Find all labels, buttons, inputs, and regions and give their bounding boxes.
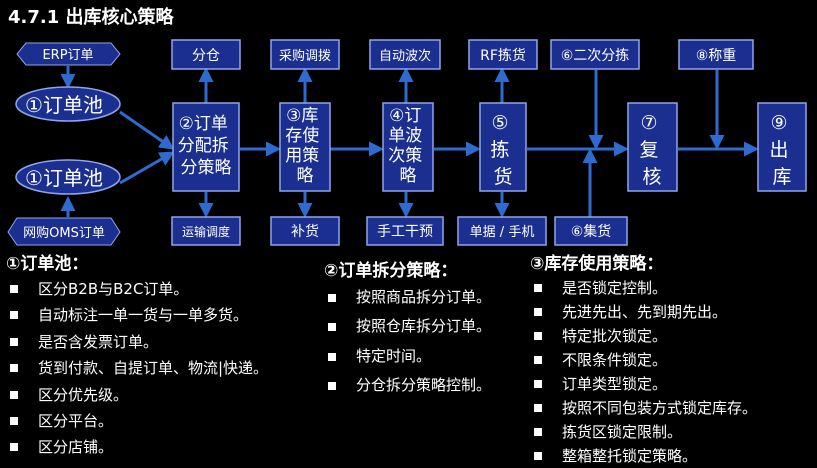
collect-label: ⑥集货 bbox=[571, 223, 612, 240]
list-item: 货到付款、自提订单、物流|快递。 bbox=[6, 355, 268, 381]
connectors bbox=[60, 66, 759, 219]
svg-text:⑤ 拣 货: ⑤ 拣 货 bbox=[490, 112, 515, 188]
svg-text:②订单 分配拆 分策略: ②订单 分配拆 分策略 bbox=[178, 114, 234, 178]
page-title: 4.7.1 出库核心策略 bbox=[8, 7, 174, 28]
pick-box: ⑤ 拣 货 bbox=[479, 102, 527, 192]
inventory-line-1: ③库 bbox=[286, 106, 318, 126]
list-item: 区分平台。 bbox=[6, 408, 268, 434]
ship-line-2: 出 bbox=[769, 139, 788, 161]
svg-text:⑨ 出 库: ⑨ 出 库 bbox=[769, 112, 794, 188]
replenish-label: 补货 bbox=[291, 223, 319, 240]
svg-text:⑦ 复 核: ⑦ 复 核 bbox=[639, 112, 664, 188]
list-item: 是否含发票订单。 bbox=[6, 329, 268, 355]
section-heading: ①订单池： bbox=[6, 254, 89, 274]
wave-line-2: 单波 bbox=[388, 126, 422, 146]
weigh-box: ⑧称重 bbox=[678, 39, 754, 70]
list-item: 按照不同包装方式锁定库存。 bbox=[530, 396, 757, 420]
wave-line-4: 略 bbox=[400, 166, 417, 186]
pick-line-3: 货 bbox=[493, 166, 512, 188]
list-item: 先进先出、先到期先出。 bbox=[530, 300, 757, 324]
replenish-box: 补货 bbox=[270, 216, 340, 246]
svg-text:③库 存使 用策 略: ③库 存使 用策 略 bbox=[285, 106, 324, 186]
list-item: 按照商品拆分订单。 bbox=[324, 283, 491, 312]
list-item: 自动标注一单一货与一单多货。 bbox=[6, 302, 268, 328]
wave-line-1: ④订 bbox=[389, 106, 421, 126]
svg-text:④订 单波 次策 略: ④订 单波 次策 略 bbox=[388, 106, 427, 186]
list-item: 区分B2B与B2C订单。 bbox=[6, 276, 268, 302]
inventory-line-2: 存使 bbox=[285, 125, 319, 146]
inventory-line-3: 用策 bbox=[285, 146, 319, 166]
rf-pick-label: RF拣货 bbox=[480, 47, 526, 64]
second-sort-label: ⑥二次分拣 bbox=[561, 48, 630, 64]
section-order-pool: ①订单池： 区分B2B与B2C订单。 自动标注一单一货与一单多货。 是否含发票订… bbox=[6, 249, 268, 461]
ship-box: ⑨ 出 库 bbox=[757, 102, 807, 192]
rf-pick-box: RF拣货 bbox=[468, 39, 538, 70]
split-line-3: 分策略 bbox=[181, 158, 232, 178]
auto-wave-box: 自动波次 bbox=[369, 39, 441, 70]
split-line-1: ②订单 bbox=[179, 114, 228, 134]
section-order-split: ②订单拆分策略： 按照商品拆分订单。 按照仓库拆分订单。 特定时间。 分仓拆分策… bbox=[324, 256, 491, 400]
collect-box: ⑥集货 bbox=[554, 216, 628, 246]
list-item: 按照仓库拆分订单。 bbox=[324, 312, 491, 341]
list-item: 订单类型锁定。 bbox=[530, 372, 757, 396]
review-line-1: ⑦ bbox=[640, 112, 657, 134]
purchase-transfer-label: 采购调拨 bbox=[279, 48, 331, 64]
section-heading: ②订单拆分策略： bbox=[324, 261, 458, 281]
order-pool-2: ①订单池 bbox=[15, 159, 121, 195]
arrow-pool1-to-split bbox=[119, 110, 175, 150]
list-item: 区分店铺。 bbox=[6, 434, 268, 460]
review-line-3: 核 bbox=[642, 166, 661, 188]
auto-wave-label: 自动波次 bbox=[379, 48, 431, 64]
transport-dispatch-box: 运输调度 bbox=[171, 216, 241, 246]
inventory-line-4: 略 bbox=[297, 166, 314, 186]
doc-mobile-label: 单据 / 手机 bbox=[470, 225, 535, 240]
list-item: 是否锁定控制。 bbox=[530, 276, 757, 300]
pick-line-1: ⑤ bbox=[491, 112, 508, 134]
arrow-pool2-to-split bbox=[119, 151, 175, 185]
list-item: 拣货区锁定限制。 bbox=[530, 420, 757, 444]
review-line-2: 复 bbox=[639, 139, 658, 161]
order-pool-2-label: ①订单池 bbox=[25, 166, 103, 190]
list-item: 特定时间。 bbox=[324, 342, 491, 371]
review-box: ⑦ 复 核 bbox=[627, 102, 678, 192]
ship-line-1: ⑨ bbox=[770, 112, 787, 134]
doc-mobile-box: 单据 / 手机 bbox=[457, 216, 547, 246]
list-item: 分仓拆分策略控制。 bbox=[324, 371, 491, 400]
pick-line-2: 拣 bbox=[490, 139, 509, 161]
section-inventory-strategy: ③库存使用策略： 是否锁定控制。 先进先出、先到期先出。 特定批次锁定。 不限条… bbox=[530, 249, 757, 468]
second-sort-box: ⑥二次分拣 bbox=[550, 39, 640, 70]
split-strategy-box: ②订单 分配拆 分策略 bbox=[172, 102, 240, 192]
split-line-2: 分配拆 bbox=[178, 136, 229, 156]
manual-box: 手工干预 bbox=[366, 216, 444, 246]
wave-strategy-box: ④订 单波 次策 略 bbox=[382, 102, 434, 192]
oms-order-node: 网购OMS订单 bbox=[7, 217, 121, 246]
warehouse-split-box: 分仓 bbox=[171, 39, 241, 70]
transport-dispatch-label: 运输调度 bbox=[182, 224, 230, 239]
order-pool-1-label: ①订单池 bbox=[25, 93, 103, 117]
oms-order-label: 网购OMS订单 bbox=[23, 225, 105, 241]
erp-order-node: ERP订单 bbox=[16, 42, 121, 66]
purchase-transfer-box: 采购调拨 bbox=[270, 39, 340, 70]
list-item: 特定批次锁定。 bbox=[530, 324, 757, 348]
list-item: 整箱整托锁定策略。 bbox=[530, 444, 757, 468]
erp-order-label: ERP订单 bbox=[42, 48, 93, 63]
section-heading: ③库存使用策略： bbox=[530, 254, 664, 274]
manual-label: 手工干预 bbox=[377, 224, 433, 240]
wave-line-3: 次策 bbox=[388, 146, 422, 166]
list-item: 区分优先级。 bbox=[6, 382, 268, 408]
ship-line-3: 库 bbox=[772, 166, 791, 188]
inventory-strategy-box: ③库 存使 用策 略 bbox=[279, 102, 331, 192]
list-item: 不限条件锁定。 bbox=[530, 348, 757, 372]
weigh-label: ⑧称重 bbox=[696, 48, 737, 64]
order-pool-1: ①订单池 bbox=[15, 86, 121, 122]
warehouse-split-label: 分仓 bbox=[192, 48, 220, 64]
